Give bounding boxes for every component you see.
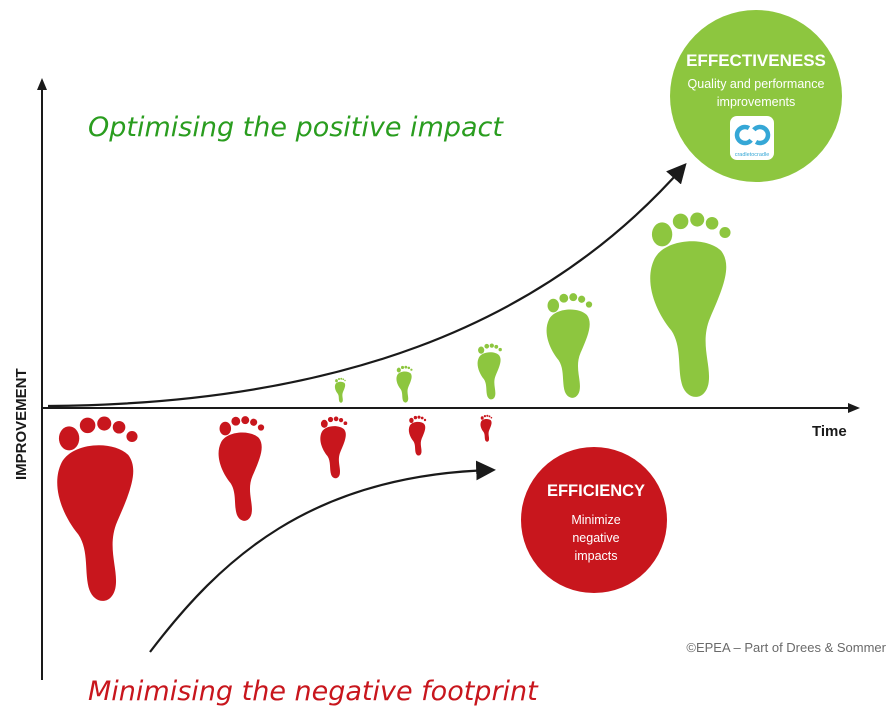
- negative-curve-arrow: [149, 460, 496, 653]
- efficiency-line-1: Minimize: [571, 513, 620, 527]
- efficiency-line-2: negative: [572, 531, 619, 545]
- footprint-icon: [396, 365, 413, 403]
- footprint-icon: [57, 416, 138, 601]
- headline-negative: Minimising the negative footprint: [88, 676, 539, 707]
- footprint-icon: [480, 414, 493, 442]
- red-footprints: [57, 414, 493, 601]
- positive-curve-arrow: [47, 163, 687, 408]
- effectiveness-circle-bg: [670, 10, 842, 182]
- headline-positive: Optimising the positive impact: [88, 112, 504, 143]
- effectiveness-line-2: improvements: [717, 95, 796, 109]
- footprint-icon: [320, 416, 348, 479]
- x-axis-label: Time: [812, 423, 847, 440]
- footprint-icon: [477, 343, 502, 400]
- copyright-notice: ©EPEA – Part of Drees & Sommer: [686, 640, 886, 655]
- green-footprints: [334, 212, 731, 403]
- footprint-icon: [334, 377, 346, 403]
- effectiveness-line-1: Quality and performance: [688, 77, 825, 91]
- footprint-icon: [650, 212, 731, 397]
- effectiveness-circle: EFFECTIVENESS Quality and performance im…: [670, 10, 842, 182]
- footprint-icon: [218, 416, 265, 521]
- y-axis-arrow-icon: [37, 78, 47, 90]
- effectiveness-title: EFFECTIVENESS: [686, 51, 826, 70]
- efficiency-line-3: impacts: [574, 549, 617, 563]
- efficiency-title: EFFICIENCY: [547, 482, 645, 500]
- efficiency-circle: EFFICIENCY Minimize negative impacts: [521, 447, 667, 593]
- efficiency-circle-bg: [521, 447, 667, 593]
- footprint-icon: [546, 293, 593, 398]
- y-axis-label: IMPROVEMENT: [13, 368, 30, 480]
- cradle-to-cradle-logo: cradletocradle: [730, 116, 774, 160]
- footprint-icon: [408, 415, 427, 456]
- x-axis-arrow-icon: [848, 403, 860, 413]
- logo-text: cradletocradle: [735, 152, 770, 158]
- axes: Time IMPROVEMENT: [13, 78, 860, 680]
